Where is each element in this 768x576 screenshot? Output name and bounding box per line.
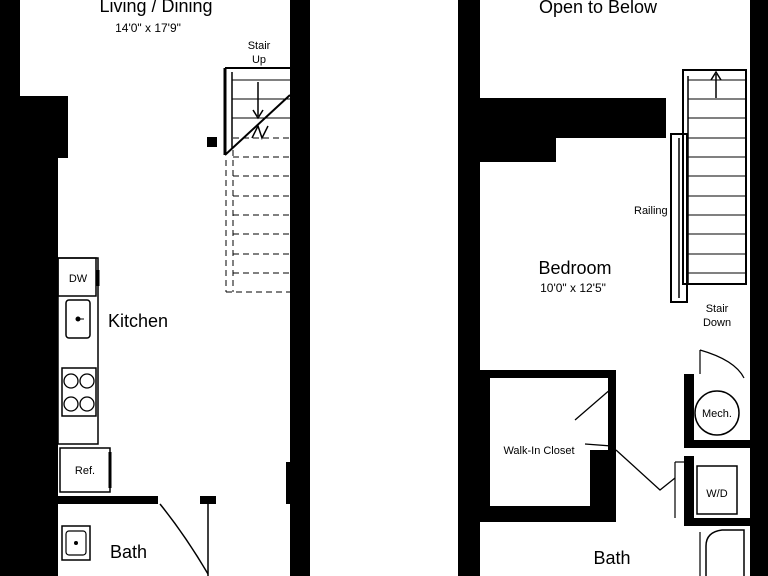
stair-post (207, 137, 217, 147)
right-exterior-wall (750, 0, 768, 576)
left-wall-pier (20, 96, 68, 158)
dishwasher-label: DW (69, 273, 88, 285)
living-dining-dimensions: 14'0" x 17'9" (115, 21, 181, 35)
upper-left-wall (458, 0, 480, 576)
washer-dryer-closet (674, 456, 750, 526)
right-party-wall (290, 0, 310, 576)
kitchen-sink (65, 299, 91, 339)
upper-level-plan: Open to Below Bedroom 10'0" x 12'5" Rail… (458, 0, 768, 576)
bedroom-dimensions: 10'0" x 12'5" (540, 281, 606, 295)
left-exterior-wall (0, 0, 20, 576)
washer-dryer (696, 465, 738, 515)
walk-in-closet (480, 370, 676, 522)
bath-sink (61, 525, 91, 561)
lower-level-plan: Living / Dining 14'0" x 17'9" Stair Up K… (0, 0, 310, 576)
stair-down (682, 69, 747, 285)
refrigerator-label: Ref. (75, 465, 95, 477)
party-wall-notch (286, 462, 294, 504)
left-wall-column (20, 158, 58, 576)
kitchen-counter (57, 257, 112, 493)
bathtub (705, 529, 745, 576)
mech-unit (694, 390, 740, 436)
cooktop (61, 367, 97, 417)
railing-label: Railing (634, 205, 668, 217)
stair-down-label-line2: Down (703, 317, 731, 329)
bedroom-label: Bedroom (538, 258, 611, 278)
washer-dryer-label: W/D (706, 488, 727, 500)
kitchen-label: Kitchen (108, 311, 168, 331)
ledge-step (480, 138, 556, 162)
dishwasher (57, 257, 97, 297)
walk-in-closet-label: Walk-In Closet (503, 445, 574, 457)
stair-up-label-line1: Stair (248, 40, 271, 52)
stair-up-label-line2: Up (252, 54, 266, 66)
bath-partition (58, 496, 216, 576)
railing (670, 133, 688, 303)
mech-closet (684, 349, 750, 448)
stair-up (223, 67, 291, 293)
open-to-below-label: Open to Below (539, 0, 658, 17)
living-dining-label: Living / Dining (99, 0, 212, 16)
open-to-below-ledge (480, 98, 666, 138)
upper-bath-label: Bath (593, 548, 630, 568)
mech-label: Mech. (702, 408, 732, 420)
lower-bath-label: Bath (110, 542, 147, 562)
stair-down-label-line1: Stair (706, 303, 729, 315)
